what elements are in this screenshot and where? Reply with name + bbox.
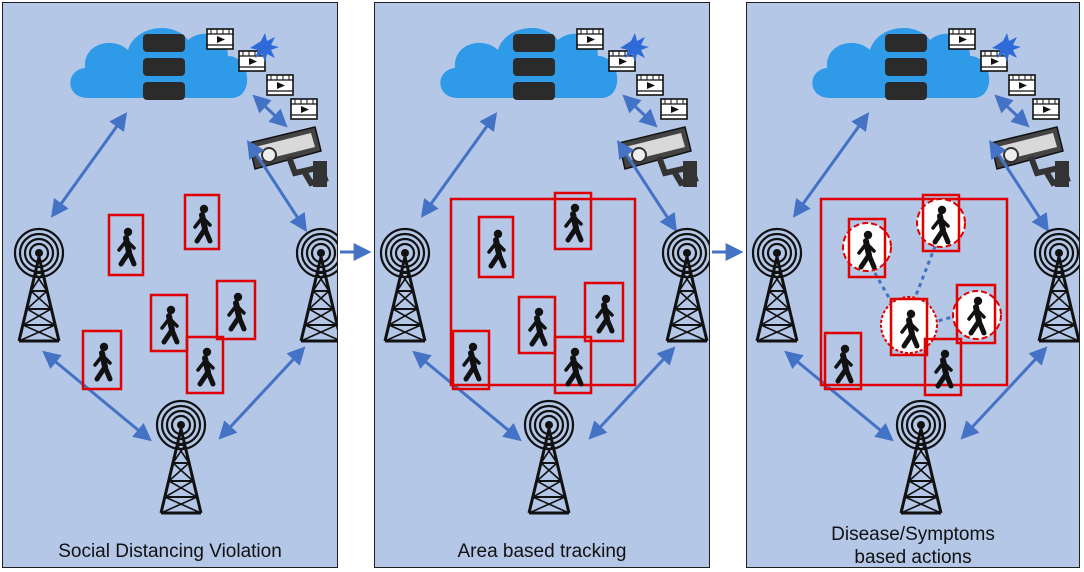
cell-tower-icon bbox=[523, 399, 575, 515]
right-arrow-icon bbox=[340, 243, 372, 261]
video-clip-icon bbox=[948, 28, 1060, 120]
detection-boxes bbox=[451, 191, 625, 395]
cell-tower-icon bbox=[751, 227, 803, 343]
detection-boxes bbox=[81, 193, 257, 395]
panel-2-graphic bbox=[379, 27, 709, 515]
detection-boxes bbox=[823, 193, 997, 397]
caption-line: Disease/Symptoms bbox=[831, 524, 995, 545]
network-arrows bbox=[784, 94, 1049, 442]
panel-disease-actions: Disease/Symptoms based actions bbox=[746, 2, 1080, 568]
cctv-camera-icon bbox=[249, 127, 327, 187]
cctv-camera-icon bbox=[619, 127, 697, 187]
panel-social-distancing: Social Distancing Violation bbox=[2, 2, 338, 568]
panel-caption: Disease/Symptoms based actions bbox=[747, 523, 1079, 568]
cell-tower-icon bbox=[13, 227, 65, 343]
cell-tower-icon bbox=[895, 399, 947, 515]
caption-line: Social Distancing Violation bbox=[58, 541, 282, 562]
cell-tower-icon bbox=[379, 227, 431, 343]
caption-line: based actions bbox=[854, 547, 972, 568]
network-arrows bbox=[42, 94, 307, 442]
tracking-area-box bbox=[449, 197, 637, 387]
cell-tower-icon bbox=[295, 227, 337, 343]
cell-tower-icon bbox=[155, 399, 207, 515]
right-arrow-icon bbox=[712, 243, 744, 261]
panel-3-graphic bbox=[751, 27, 1079, 515]
network-arrows bbox=[412, 94, 677, 442]
panel-area-tracking: Area based tracking bbox=[374, 2, 710, 568]
panel-caption: Area based tracking bbox=[375, 540, 709, 563]
cell-tower-icon bbox=[1033, 227, 1079, 343]
panel-1-graphic bbox=[13, 27, 337, 515]
cctv-camera-icon bbox=[991, 127, 1069, 187]
cell-tower-icon bbox=[661, 227, 709, 343]
tracking-area-box bbox=[819, 197, 1009, 387]
caption-line: Area based tracking bbox=[457, 541, 627, 562]
panel-caption: Social Distancing Violation bbox=[3, 540, 337, 563]
video-clip-icon bbox=[576, 28, 688, 120]
video-clip-icon bbox=[206, 28, 318, 120]
